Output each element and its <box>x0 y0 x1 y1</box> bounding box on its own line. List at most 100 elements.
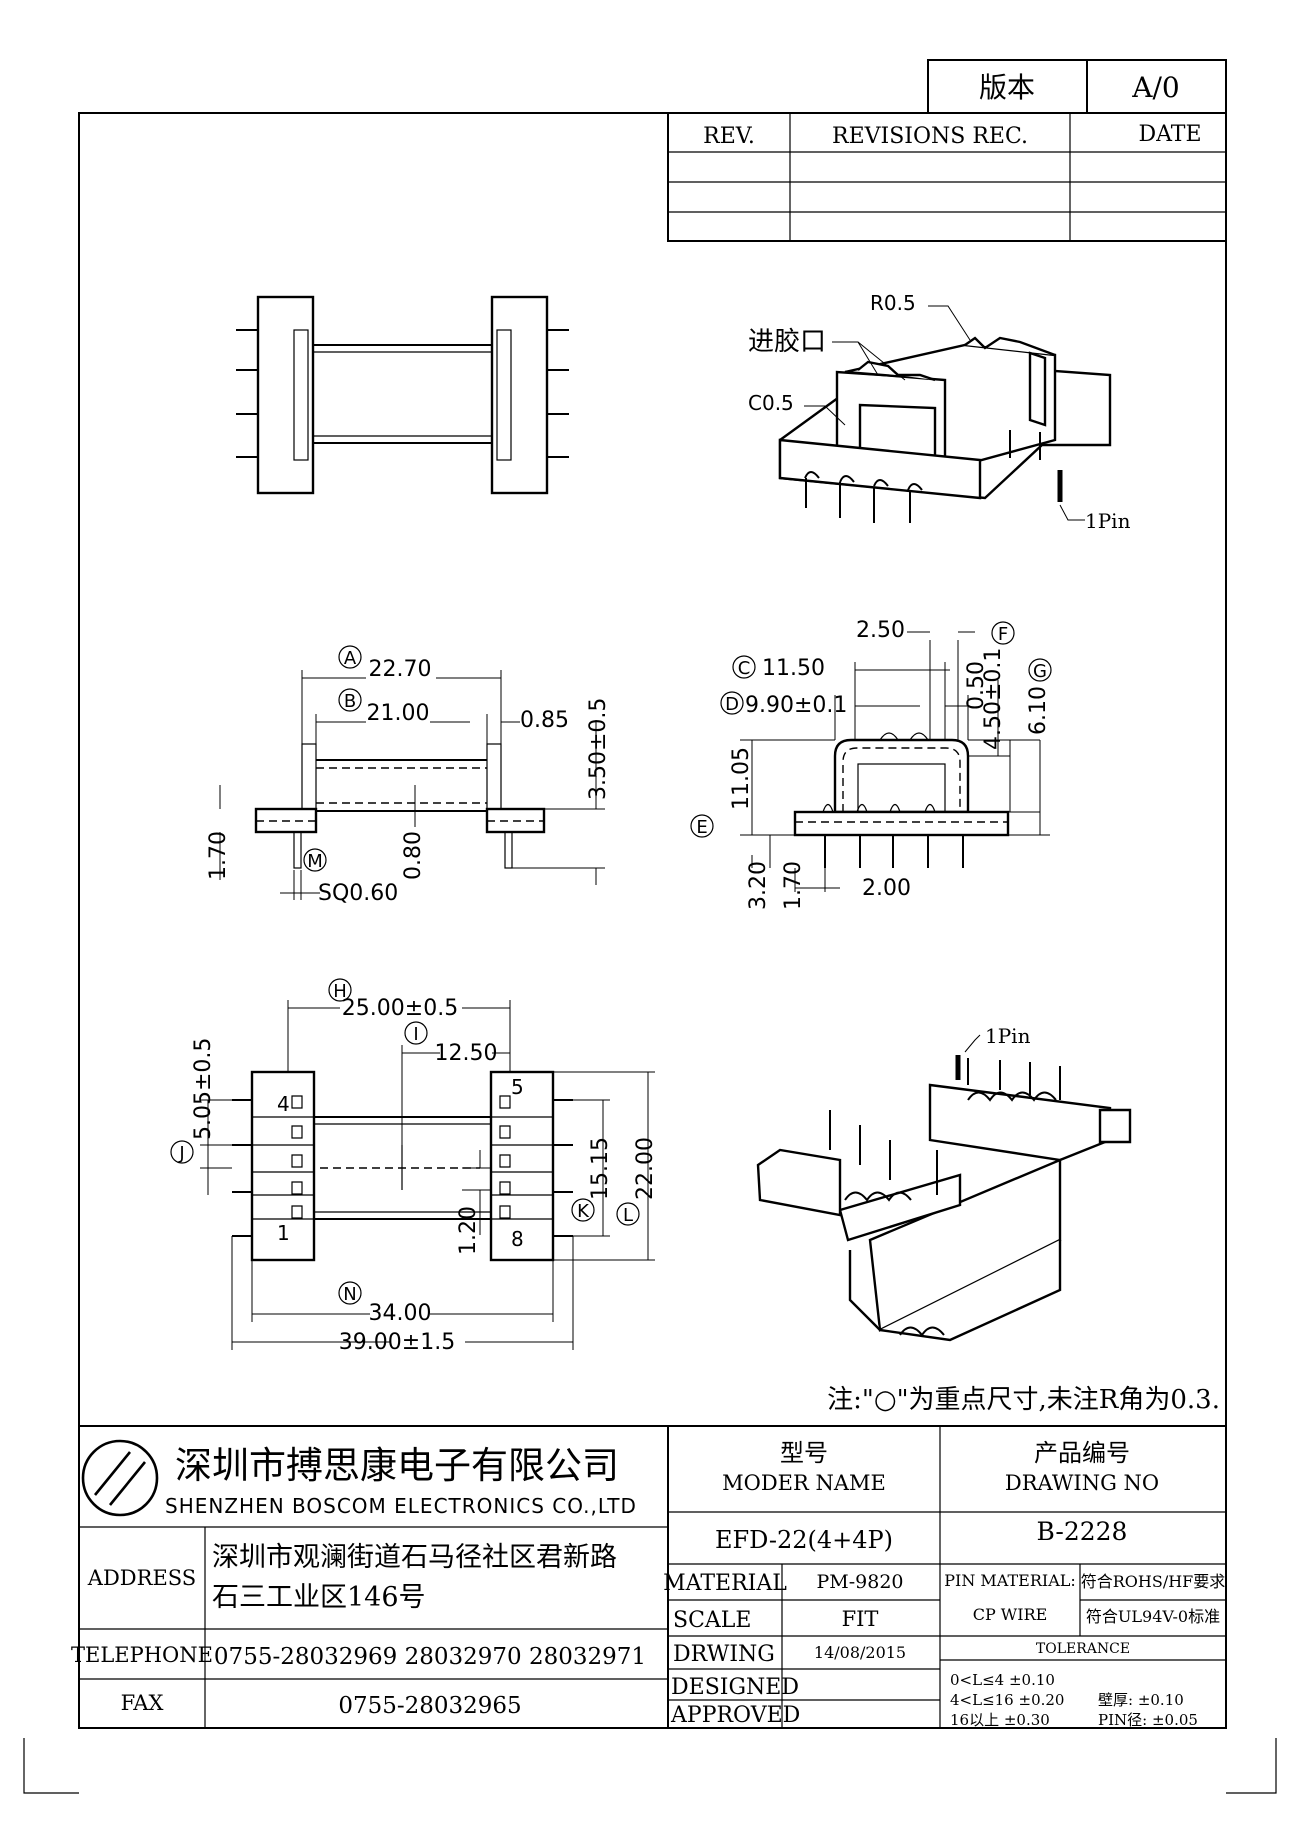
dim-H: H <box>333 981 347 1002</box>
scale-label: SCALE <box>673 1608 751 1633</box>
dim-M-value: SQ0.60 <box>318 881 398 906</box>
pin-diameter-tolerance: PIN径: ±0.05 <box>1098 1711 1198 1729</box>
c05-label: C0.5 <box>748 391 794 415</box>
dim-G: G <box>1033 661 1047 682</box>
address-line2: 石三工业区146号 <box>212 1582 426 1613</box>
dim-I-value: 12.50 <box>435 1041 498 1066</box>
dim-120: 1.20 <box>456 1206 481 1255</box>
dim-C: C <box>738 658 751 679</box>
address-label: ADDRESS <box>87 1566 196 1590</box>
drwing-label: DRWING <box>673 1642 775 1667</box>
pin-number-4: 4 <box>277 1092 290 1116</box>
dim-505: 5.05±0.5 <box>191 1038 216 1140</box>
version-box: 版本 A/0 <box>927 59 1227 114</box>
approved-label: APPROVED <box>670 1703 800 1728</box>
revisions-table: REV. REVISIONS REC. DATE <box>667 112 1227 242</box>
pin-number-1: 1 <box>277 1221 290 1245</box>
dim-450: 4.50±0.1 <box>981 648 1006 750</box>
drawing-note: 注:"○"为重点尺寸,未注R角为0.3. <box>827 1385 1220 1415</box>
dim-250: 2.50 <box>856 618 905 643</box>
tolerance-row3: 16以上 ±0.30 <box>950 1711 1050 1729</box>
dim-050: 0.50 <box>964 661 989 710</box>
rohs-compliance: 符合ROHS/HF要求 <box>1081 1572 1226 1591</box>
drawing-no-en: DRAWING NO <box>1005 1471 1159 1495</box>
rev-header: REV. <box>703 124 755 149</box>
date-header: DATE <box>1138 122 1201 147</box>
gate-label: 进胶口 <box>748 327 826 357</box>
dim-B-value: 21.00 <box>367 701 430 726</box>
dim-350: 3.50±0.5 <box>586 698 611 800</box>
dim-1105: 11.05 <box>729 747 754 810</box>
drawing-frame <box>78 112 1227 1729</box>
dim-M: M <box>307 851 323 872</box>
dim-H-value: 25.00±0.5 <box>342 996 458 1021</box>
drawing-no-cn: 产品编号 <box>1034 1439 1130 1467</box>
dim-610: 6.10 <box>1026 686 1051 735</box>
material-label: MATERIAL <box>663 1571 787 1596</box>
dim-N-value: 34.00 <box>369 1301 432 1326</box>
scale-value: FIT <box>842 1607 879 1631</box>
dim-N: N <box>343 1284 356 1305</box>
dim-J: J <box>178 1143 184 1164</box>
dim-200: 2.00 <box>862 876 911 901</box>
pin-material-value: CP WIRE <box>973 1605 1048 1624</box>
designed-label: DESIGNED <box>671 1675 799 1700</box>
dim-1515: 15.15 <box>588 1137 613 1200</box>
dim-I: I <box>413 1024 418 1045</box>
model-value: EFD-22(4+4P) <box>715 1526 893 1554</box>
company-name-en: SHENZHEN BOSCOM ELECTRONICS CO.,LTD <box>165 1494 637 1518</box>
dim-A-value: 22.70 <box>369 657 432 682</box>
pin1-label-top: 1Pin <box>1085 509 1131 533</box>
model-name-cn: 型号 <box>780 1439 828 1467</box>
title-block: 深圳市搏思康电子有限公司 SHENZHEN BOSCOM ELECTRONICS… <box>71 1425 1226 1729</box>
dim-170a: 1.70 <box>206 831 231 880</box>
tolerance-row2: 4<L≤16 ±0.20 <box>950 1691 1064 1709</box>
dim-320: 3.20 <box>746 861 771 910</box>
front-view: 2.50 F C 11.50 G D 9.90±0.1 0.50 4.50±0.… <box>690 618 1052 910</box>
telephone-value: 0755-28032969 28032970 28032971 <box>214 1644 646 1670</box>
dim-080: 0.80 <box>401 831 426 880</box>
dim-K: K <box>577 1201 590 1222</box>
fax-value: 0755-28032965 <box>338 1693 521 1719</box>
ul-compliance: 符合UL94V-0标准 <box>1086 1607 1220 1626</box>
tolerance-label: TOLERANCE <box>1036 1641 1130 1657</box>
bottom-view: H 25.00±0.5 I 12.50 5.05±0.5 J 15.15 K 2… <box>170 978 658 1355</box>
dim-L: L <box>623 1205 633 1226</box>
version-label: 版本 <box>979 71 1035 104</box>
dim-D-value: 9.90±0.1 <box>745 693 847 718</box>
isometric-view-top: 1Pin 进胶口 R0.5 C0.5 <box>748 291 1131 533</box>
wall-tolerance: 壁厚: ±0.10 <box>1098 1691 1184 1709</box>
pin-number-8: 8 <box>511 1227 524 1251</box>
dim-085: 0.85 <box>520 708 569 733</box>
pin-number-5: 5 <box>511 1075 524 1099</box>
dim-D: D <box>725 694 739 715</box>
model-name-en: MODER NAME <box>722 1471 886 1495</box>
company-name-cn: 深圳市搏思康电子有限公司 <box>175 1444 619 1487</box>
version-value: A/0 <box>1131 71 1179 104</box>
top-view <box>236 295 569 495</box>
dim-170b: 1.70 <box>781 861 806 910</box>
pin-material-label: PIN MATERIAL: <box>944 1571 1076 1590</box>
revisions-rec-header: REVISIONS REC. <box>832 124 1028 149</box>
dim-2200: 22.00 <box>633 1137 658 1200</box>
corner-marks <box>23 1738 1277 1794</box>
tolerance-row1: 0<L≤4 ±0.10 <box>950 1671 1055 1689</box>
dim-3900: 39.00±1.5 <box>339 1330 455 1355</box>
dim-F: F <box>998 624 1008 645</box>
drawing-date: 14/08/2015 <box>814 1643 906 1662</box>
r05-label: R0.5 <box>870 291 916 315</box>
dim-A: A <box>344 648 357 669</box>
boscom-logo-icon <box>81 1439 159 1517</box>
drawing-no-value: B-2228 <box>1037 1517 1128 1546</box>
dim-C-value: 11.50 <box>762 656 825 681</box>
dim-E: E <box>696 817 707 838</box>
dim-B: B <box>344 691 356 712</box>
telephone-label: TELEPHONE <box>71 1643 213 1667</box>
material-value: PM-9820 <box>816 1571 903 1593</box>
pin1-label-bottom: 1Pin <box>985 1024 1031 1048</box>
address-line1: 深圳市观澜街道石马径社区君新路 <box>212 1542 617 1573</box>
fax-label: FAX <box>121 1691 164 1715</box>
isometric-view-bottom: 1Pin <box>756 1024 1132 1342</box>
side-view: A 22.70 B 21.00 0.85 3.50±0.5 1.70 0.80 … <box>206 645 611 906</box>
